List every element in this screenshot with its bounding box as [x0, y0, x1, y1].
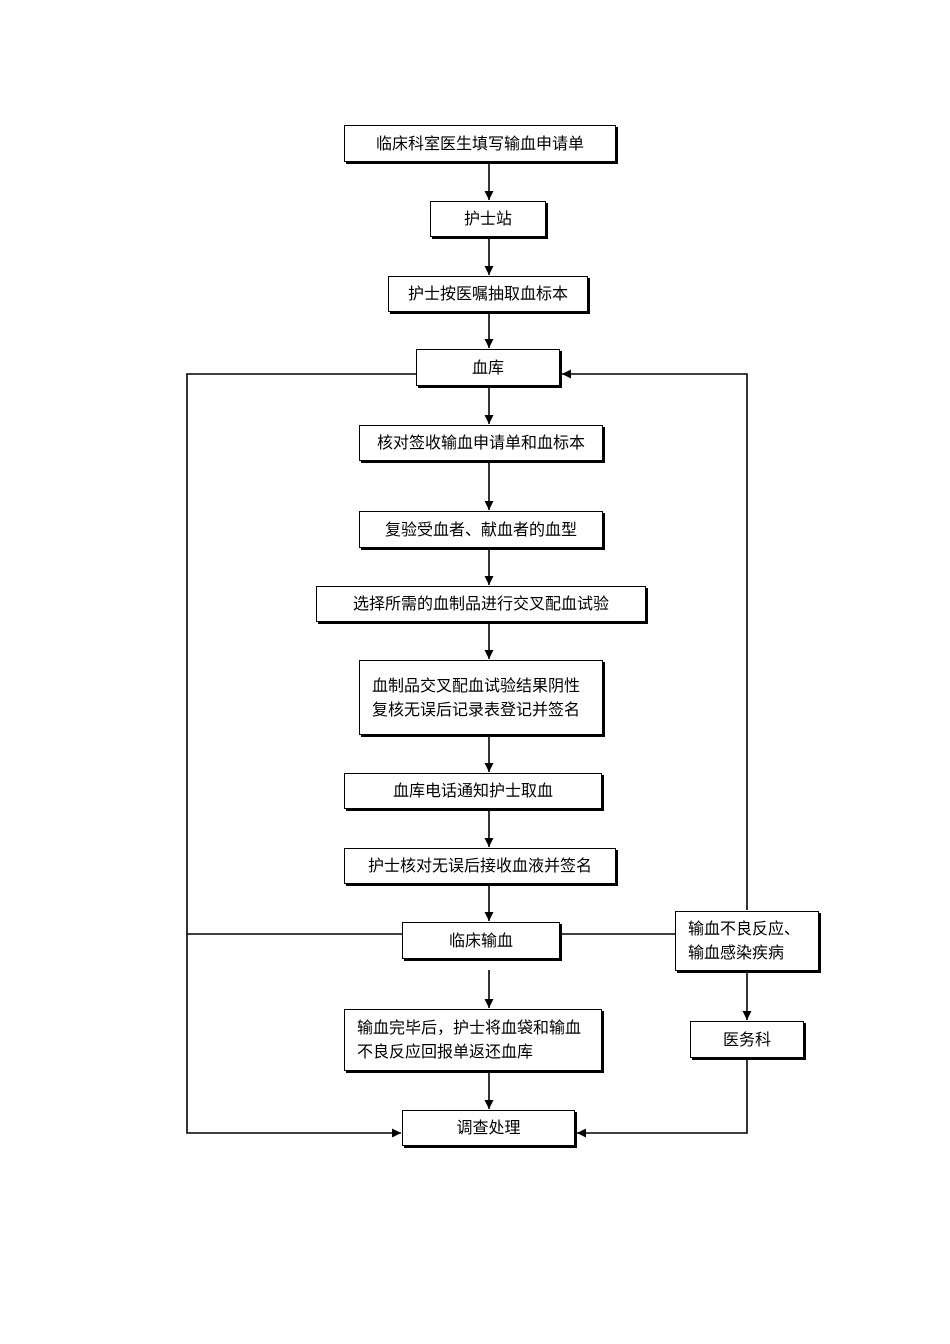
node-apply: 临床科室医生填写输血申请单: [344, 125, 616, 162]
node-adverse-reaction: 输血不良反应、 输血感染疾病: [675, 911, 819, 971]
node-adverse-reaction-line2: 输血感染疾病: [688, 943, 785, 962]
node-transfusion: 临床输血: [402, 922, 560, 959]
node-nurse-station: 护士站: [430, 201, 546, 237]
right-loop-adverse-to-bank: [562, 369, 748, 910]
left-loop-bank-to-investigate: [186, 373, 416, 1138]
node-draw-sample: 护士按医嘱抽取血标本: [388, 276, 588, 312]
node-retest-type: 复验受血者、献血者的血型: [359, 511, 603, 548]
node-return-report-line1: 输血完毕后，护士将血袋和输血: [357, 1018, 582, 1037]
node-investigate: 调查处理: [402, 1110, 575, 1146]
node-receive-blood: 护士核对无误后接收血液并签名: [344, 848, 616, 884]
node-blood-bank: 血库: [416, 349, 560, 386]
arrow-medical-to-investigate: [577, 1058, 748, 1138]
node-crossmatch: 选择所需的血制品进行交叉配血试验: [316, 586, 646, 622]
node-adverse-reaction-line1: 输血不良反应、: [688, 919, 801, 938]
node-return-report-line2: 不良反应回报单返还血库: [357, 1042, 534, 1061]
node-check-sign: 核对签收输血申请单和血标本: [359, 425, 603, 461]
node-crossmatch-result-line2: 复核无误后记录表登记并签名: [372, 699, 581, 719]
node-crossmatch-result-line1: 血制品交叉配血试验结果阴性: [372, 675, 581, 695]
node-return-report: 输血完毕后，护士将血袋和输血 不良反应回报单返还血库: [344, 1009, 602, 1071]
node-notify-nurse: 血库电话通知护士取血: [344, 773, 602, 809]
node-medical-dept: 医务科: [690, 1021, 804, 1058]
node-crossmatch-result: 血制品交叉配血试验结果阴性 复核无误后记录表登记并签名: [359, 660, 603, 735]
